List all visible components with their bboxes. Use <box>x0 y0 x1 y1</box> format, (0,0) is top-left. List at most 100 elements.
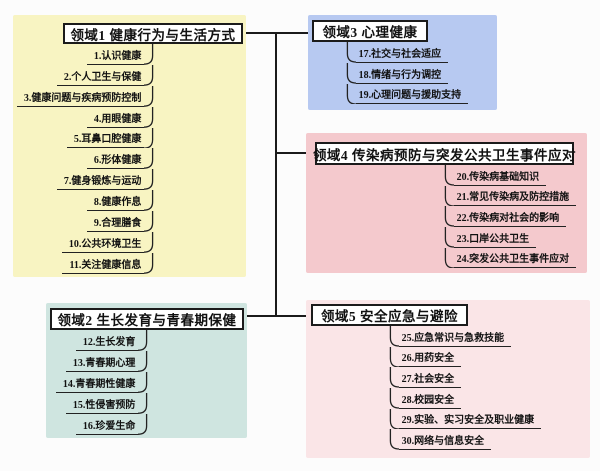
topic-item: 20.传染病基础知识 <box>444 165 586 186</box>
topic-label: 13.青春期心理 <box>65 357 139 372</box>
topic-label: 9.合理膳食 <box>86 217 145 233</box>
topic-item: 11.关注健康信息 <box>13 252 154 274</box>
topic-item: 24.突发公共卫生事件应对 <box>444 247 586 269</box>
topic-branch-curve <box>138 372 148 393</box>
topic-branch-curve <box>144 106 154 128</box>
connector-trunk-domain4 <box>276 152 316 154</box>
topic-label: 22.传染病对社会的影响 <box>453 212 567 228</box>
domain-card-3: 领域3 心理健康 17.社交与社会适应 18.情绪与行为调控 19.心理问题与援助支… <box>308 15 497 110</box>
topic-item: 12.生长发育 <box>46 330 148 351</box>
topic-item: 22.传染病对社会的影响 <box>444 206 586 228</box>
topic-item: 5.耳鼻口腔健康 <box>13 127 154 149</box>
domain1-title-box: 领域1 健康行为与生活方式 <box>63 23 243 44</box>
topic-item: 28.校园安全 <box>389 388 589 409</box>
topic-label: 29.实验、实习安全及职业健康 <box>398 414 542 430</box>
topic-label: 27.社会安全 <box>398 373 462 389</box>
topic-label: 24.突发公共卫生事件应对 <box>453 253 577 269</box>
topic-branch-curve <box>144 148 154 170</box>
topic-label: 2.个人卫生与保健 <box>56 71 145 86</box>
topic-label: 4.用眼健康 <box>86 113 145 128</box>
topic-branch-curve <box>389 367 399 389</box>
topic-label: 8.健康作息 <box>86 196 145 212</box>
topic-branch-curve <box>389 346 399 368</box>
topic-label: 16.珍爱生命 <box>75 420 139 435</box>
topic-label: 6.形体健康 <box>86 154 145 170</box>
topic-label: 19.心理问题与援助支持 <box>355 89 469 105</box>
topic-item: 4.用眼健康 <box>13 106 154 128</box>
topic-branch-curve <box>444 227 454 248</box>
topic-item: 8.健康作息 <box>13 190 154 212</box>
topic-branch-curve <box>138 330 148 351</box>
domain1-title: 领域1 健康行为与生活方式 <box>70 27 236 43</box>
domain5-title: 领域5 安全应急与避险 <box>320 309 459 324</box>
topic-branch-curve <box>144 85 154 107</box>
topic-label: 28.校园安全 <box>398 394 462 409</box>
topic-branch-curve <box>144 169 154 191</box>
topic-branch-curve <box>144 44 154 65</box>
topic-item: 27.社会安全 <box>389 367 589 389</box>
topic-label: 25.应急常识与急救技能 <box>398 332 512 347</box>
topic-branch-curve <box>389 326 399 347</box>
domain4-title: 领域4 传染病预防与突发公共卫生事件应对 <box>312 147 577 163</box>
topic-branch-curve <box>346 62 356 84</box>
topic-item: 16.珍爱生命 <box>46 414 148 435</box>
topic-item: 23.口岸公共卫生 <box>444 227 586 248</box>
topic-branch-curve <box>389 429 399 451</box>
topic-item: 9.合理膳食 <box>13 211 154 233</box>
topic-item: 21.常见传染病及防控措施 <box>444 185 586 207</box>
topic-item: 10.公共环境卫生 <box>13 232 154 253</box>
topic-item: 25.应急常识与急救技能 <box>389 326 589 347</box>
connector-trunk <box>275 32 278 316</box>
topic-item: 1.认识健康 <box>13 44 154 65</box>
topic-label: 12.生长发育 <box>75 336 139 351</box>
topic-label: 30.网络与信息安全 <box>398 435 492 451</box>
domain3-title-box: 领域3 心理健康 <box>312 20 428 42</box>
topic-item: 2.个人卫生与保健 <box>13 64 154 86</box>
topic-branch-curve <box>138 393 148 414</box>
topic-item: 18.情绪与行为调控 <box>346 62 496 84</box>
topic-item: 14.青春期性健康 <box>46 372 148 393</box>
domain4-title-box: 领域4 传染病预防与突发公共卫生事件应对 <box>312 142 577 165</box>
topic-branch-curve <box>444 185 454 207</box>
topic-label: 10.公共环境卫生 <box>61 238 145 253</box>
topic-label: 20.传染病基础知识 <box>453 171 547 186</box>
domain2-title-box: 领域2 生长发育与青春期保健 <box>50 308 244 330</box>
domain3-title: 领域3 心理健康 <box>322 25 418 40</box>
domain3-topic-list: 17.社交与社会适应 18.情绪与行为调控 19.心理问题与援助支持 <box>346 42 496 105</box>
topic-item: 29.实验、实习安全及职业健康 <box>389 408 589 430</box>
topic-label: 15.性侵害预防 <box>65 399 139 414</box>
topic-branch-curve <box>138 414 148 435</box>
topic-item: 17.社交与社会适应 <box>346 42 496 63</box>
topic-label: 5.耳鼻口腔健康 <box>66 133 145 149</box>
domain2-title: 领域2 生长发育与青春期保健 <box>57 313 237 328</box>
topic-item: 7.健身锻炼与运动 <box>13 169 154 191</box>
connector-domain1-domain3 <box>243 31 313 34</box>
topic-branch-curve <box>144 127 154 149</box>
topic-branch-curve <box>138 351 148 372</box>
topic-branch-curve <box>346 83 356 105</box>
topic-label: 14.青春期性健康 <box>55 378 139 393</box>
topic-item: 3.健康问题与疾病预防控制 <box>13 85 154 107</box>
topic-branch-curve <box>444 206 454 228</box>
topic-branch-curve <box>144 190 154 212</box>
topic-branch-curve <box>144 211 154 232</box>
topic-item: 19.心理问题与援助支持 <box>346 83 496 105</box>
topic-branch-curve <box>144 252 154 274</box>
topic-item: 13.青春期心理 <box>46 351 148 372</box>
topic-item: 26.用药安全 <box>389 346 589 368</box>
topic-label: 21.常见传染病及防控措施 <box>453 191 577 207</box>
domain-card-4: 领域4 传染病预防与突发公共卫生事件应对 20.传染病基础知识 21.常见传染病及… <box>306 133 587 273</box>
topic-branch-curve <box>144 232 154 253</box>
topic-label: 7.健身锻炼与运动 <box>56 175 145 191</box>
topic-branch-curve <box>389 388 399 409</box>
topic-label: 18.情绪与行为调控 <box>355 69 449 84</box>
topic-branch-curve <box>346 42 356 63</box>
topic-branch-curve <box>389 408 399 430</box>
domain2-topic-list: 12.生长发育 13.青春期心理 14.青春期性健康 15.性侵害预防 16.珍爱生命 <box>46 330 148 435</box>
topic-label: 17.社交与社会适应 <box>355 48 449 63</box>
